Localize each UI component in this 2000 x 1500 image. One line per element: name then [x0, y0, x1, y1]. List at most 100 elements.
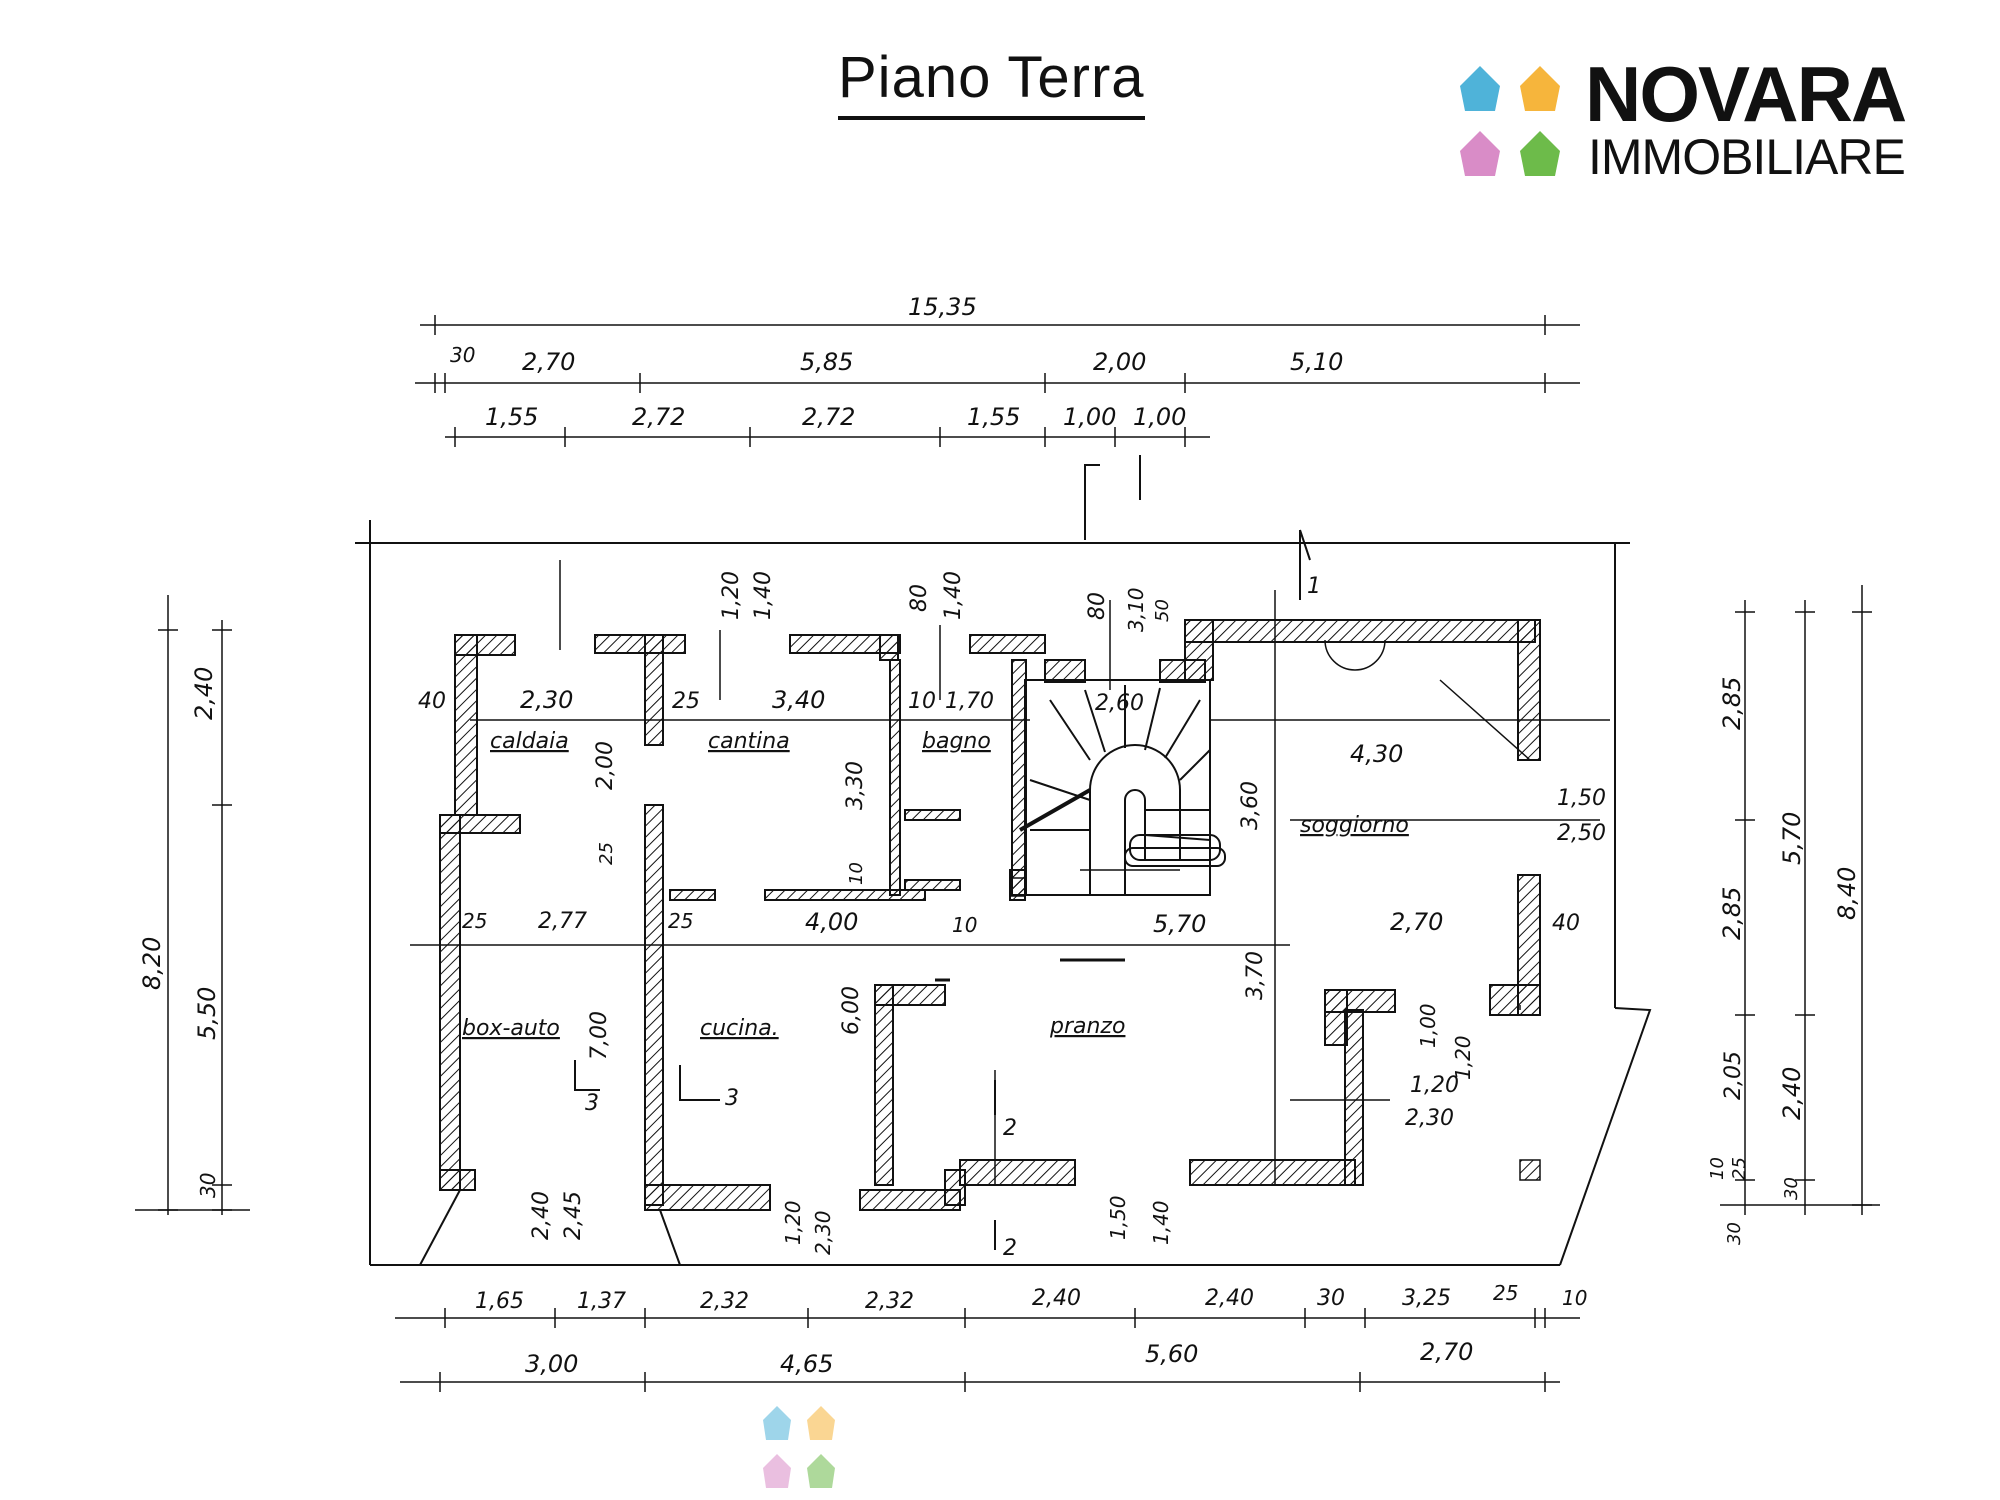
dim-120b: 1,20: [1451, 1035, 1475, 1080]
left-dim-d: 30: [196, 1173, 220, 1198]
left-dim-c: 5,50: [193, 987, 221, 1040]
dim-10b: 10: [846, 862, 867, 885]
watermark-houses: [763, 1406, 835, 1488]
top-dimension-lines: [415, 315, 1580, 447]
dim-80b: 80: [1085, 592, 1110, 620]
dim-120: 1,20: [719, 571, 744, 620]
bot-dim-c: 2,32: [700, 1289, 749, 1314]
dim-10c: 10: [952, 913, 977, 937]
left-dim-a: 2,40: [190, 667, 218, 720]
dim-80: 80: [907, 584, 932, 612]
section-mark-3: 3: [585, 1091, 599, 1116]
dim-360: 3,60: [1238, 781, 1263, 830]
dim-40b: 40: [1552, 911, 1580, 936]
top3-dim-b: 2,72: [632, 403, 685, 431]
room-caldaia: caldaia: [490, 729, 569, 754]
dim-140b: 1,40: [941, 571, 966, 620]
right-dim-f: 2,40: [1778, 1067, 1806, 1120]
right-dim-b: 5,70: [1778, 812, 1806, 865]
room-labels: caldaia cantina bagno soggiorno box-auto…: [462, 729, 1409, 1041]
dim-250: 2,50: [1557, 821, 1606, 846]
top-dimension-labels: 15,35 30 2,70 5,85 2,00 5,10 1,55 2,72 2…: [450, 293, 1343, 431]
dim-310: 3,10: [1124, 587, 1148, 632]
interior-lines: [410, 560, 1610, 1185]
watermark-pink-house-icon: [763, 1454, 791, 1488]
right-dim-c: 2,85: [1718, 887, 1746, 940]
dim-150b: 1,50: [1106, 1195, 1130, 1240]
bot-dim-j: 10: [1562, 1286, 1587, 1310]
section-mark-2b: 2: [1003, 1236, 1017, 1261]
right-dim-a: 2,85: [1718, 677, 1746, 730]
bottom-dimension-labels: 1,65 1,37 2,32 2,32 2,40 2,40 30 3,25 25…: [475, 1281, 1587, 1378]
dim-370: 3,70: [1243, 951, 1268, 1000]
page-title: Piano Terra: [838, 44, 1145, 120]
dim-230b: 2,30: [1405, 1106, 1454, 1131]
bot2-dim-b: 4,65: [780, 1350, 833, 1378]
right-dim-d: 8,40: [1833, 867, 1861, 920]
dim-25c: 25: [462, 909, 487, 933]
dim-40: 40: [418, 689, 446, 714]
dim-50: 50: [1152, 599, 1173, 622]
brand-logo: NOVARA IMMOBILIARE: [1450, 54, 1930, 186]
right-dim-e: 2,05: [1721, 1051, 1746, 1100]
watermark-blue-house-icon: [763, 1406, 791, 1440]
left-dimension-lines: [135, 595, 250, 1215]
brand-subtitle: IMMOBILIARE: [1588, 129, 1906, 185]
dim-245: 2,45: [561, 1191, 586, 1240]
dim-10: 10: [908, 689, 936, 714]
site-boundary: [355, 520, 1652, 1266]
right-dimension-labels: 2,85 5,70 2,85 8,40 2,05 2,40 10 25 30 3…: [1707, 677, 1861, 1245]
top-dim-c: 5,85: [800, 348, 853, 376]
bot-dim-i: 25: [1493, 1281, 1518, 1305]
top3-dim-c: 2,72: [802, 403, 855, 431]
dim-140: 1,40: [751, 571, 776, 620]
dim-340: 3,40: [772, 686, 825, 714]
dim-120d: 1,20: [781, 1200, 805, 1245]
top3-dim-f: 1,00: [1133, 403, 1186, 431]
left-dim-b: 8,20: [138, 937, 166, 990]
bot2-dim-a: 3,00: [525, 1350, 578, 1378]
dim-120c: 1,20: [1410, 1073, 1459, 1098]
top-dim-d: 2,00: [1093, 348, 1146, 376]
right-dimension-lines: [1720, 585, 1880, 1215]
bot-dim-d: 2,32: [865, 1289, 914, 1314]
dim-277: 2,77: [538, 909, 587, 934]
dim-570: 5,70: [1153, 910, 1206, 938]
dim-100: 1,00: [1416, 1003, 1440, 1048]
yellow-house-icon: [1520, 66, 1560, 111]
dim-200: 2,00: [593, 741, 618, 790]
dim-25d: 25: [668, 909, 693, 933]
dim-260: 2,60: [1095, 691, 1144, 716]
room-soggiorno: soggiorno: [1300, 813, 1409, 838]
right-dim-j: 30: [1724, 1222, 1745, 1245]
section-mark-2: 2: [1003, 1116, 1017, 1141]
dim-600: 6,00: [839, 986, 864, 1035]
green-house-icon: [1520, 131, 1560, 176]
watermark-green-house-icon: [807, 1454, 835, 1488]
bot-dim-h: 3,25: [1402, 1286, 1451, 1311]
top3-dim-a: 1,55: [485, 403, 538, 431]
room-pranzo: pranzo: [1049, 1014, 1125, 1039]
top-dim-e: 5,10: [1290, 348, 1343, 376]
dim-230c: 2,30: [811, 1210, 835, 1255]
watermark-yellow-house-icon: [807, 1406, 835, 1440]
top-dim-a: 30: [450, 343, 475, 367]
room-bagno: bagno: [922, 729, 991, 754]
dim-700: 7,00: [587, 1011, 612, 1060]
top3-dim-d: 1,55: [967, 403, 1020, 431]
dim-330: 3,30: [843, 761, 868, 810]
bot-dim-f: 2,40: [1205, 1286, 1254, 1311]
room-box-auto: box-auto: [462, 1016, 560, 1041]
section-mark-3b: 3: [725, 1086, 739, 1111]
dim-25a: 25: [672, 689, 700, 714]
interior-dimension-labels: 40 2,30 25 3,40 10 1,70 2,60 1,20 1,40 8…: [418, 571, 1606, 1255]
dim-270: 2,70: [1390, 908, 1443, 936]
bot-dim-g: 30: [1317, 1286, 1345, 1311]
staircase: [1019, 679, 1226, 896]
dim-230: 2,30: [520, 686, 573, 714]
top-dim-b: 2,70: [522, 348, 575, 376]
section-labels: 1 2 2 3 3: [585, 574, 1321, 1261]
bot2-dim-d: 2,70: [1420, 1338, 1473, 1366]
bottom-dimension-lines: [395, 1308, 1580, 1392]
